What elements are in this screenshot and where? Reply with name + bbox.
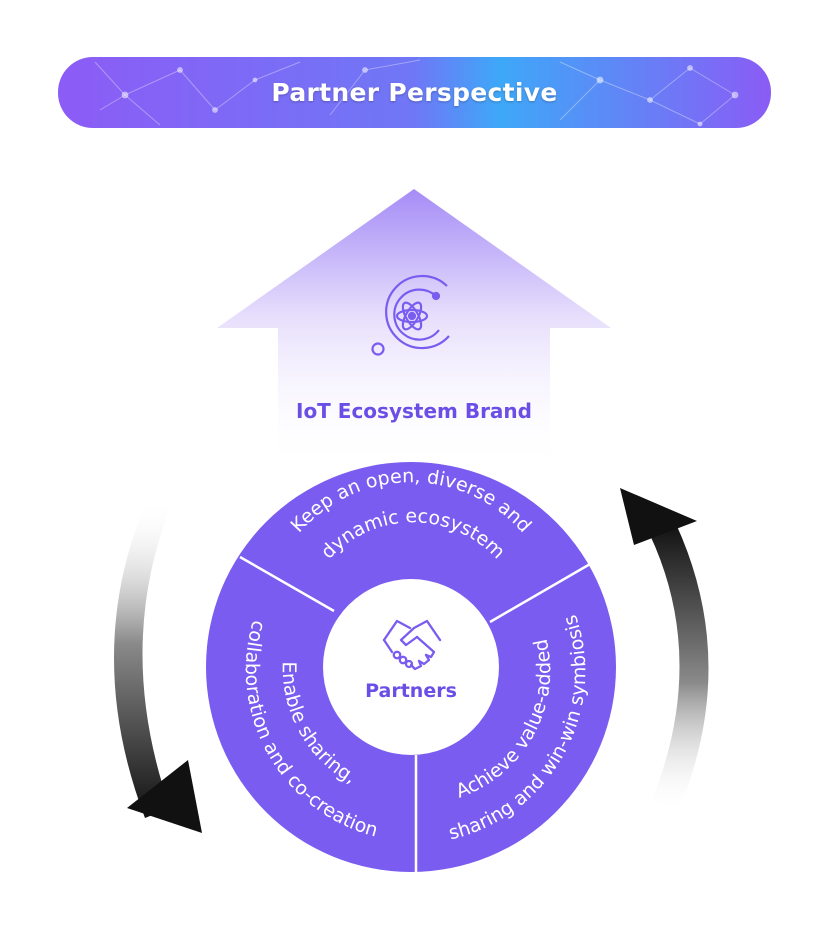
handshake-icon xyxy=(382,619,442,671)
atom-orbit-icon xyxy=(371,274,450,356)
center-label: Partners xyxy=(365,680,457,702)
segment-dividers xyxy=(239,555,598,872)
cycle-arrow-down-icon xyxy=(113,500,202,833)
cycle-arrow-up-icon xyxy=(620,488,709,812)
brand-label: IoT Ecosystem Brand xyxy=(296,399,532,423)
page-title: Partner Perspective xyxy=(271,78,558,107)
title-banner xyxy=(58,57,771,128)
brand-house-arrow xyxy=(217,189,611,470)
network-pattern xyxy=(94,59,739,127)
